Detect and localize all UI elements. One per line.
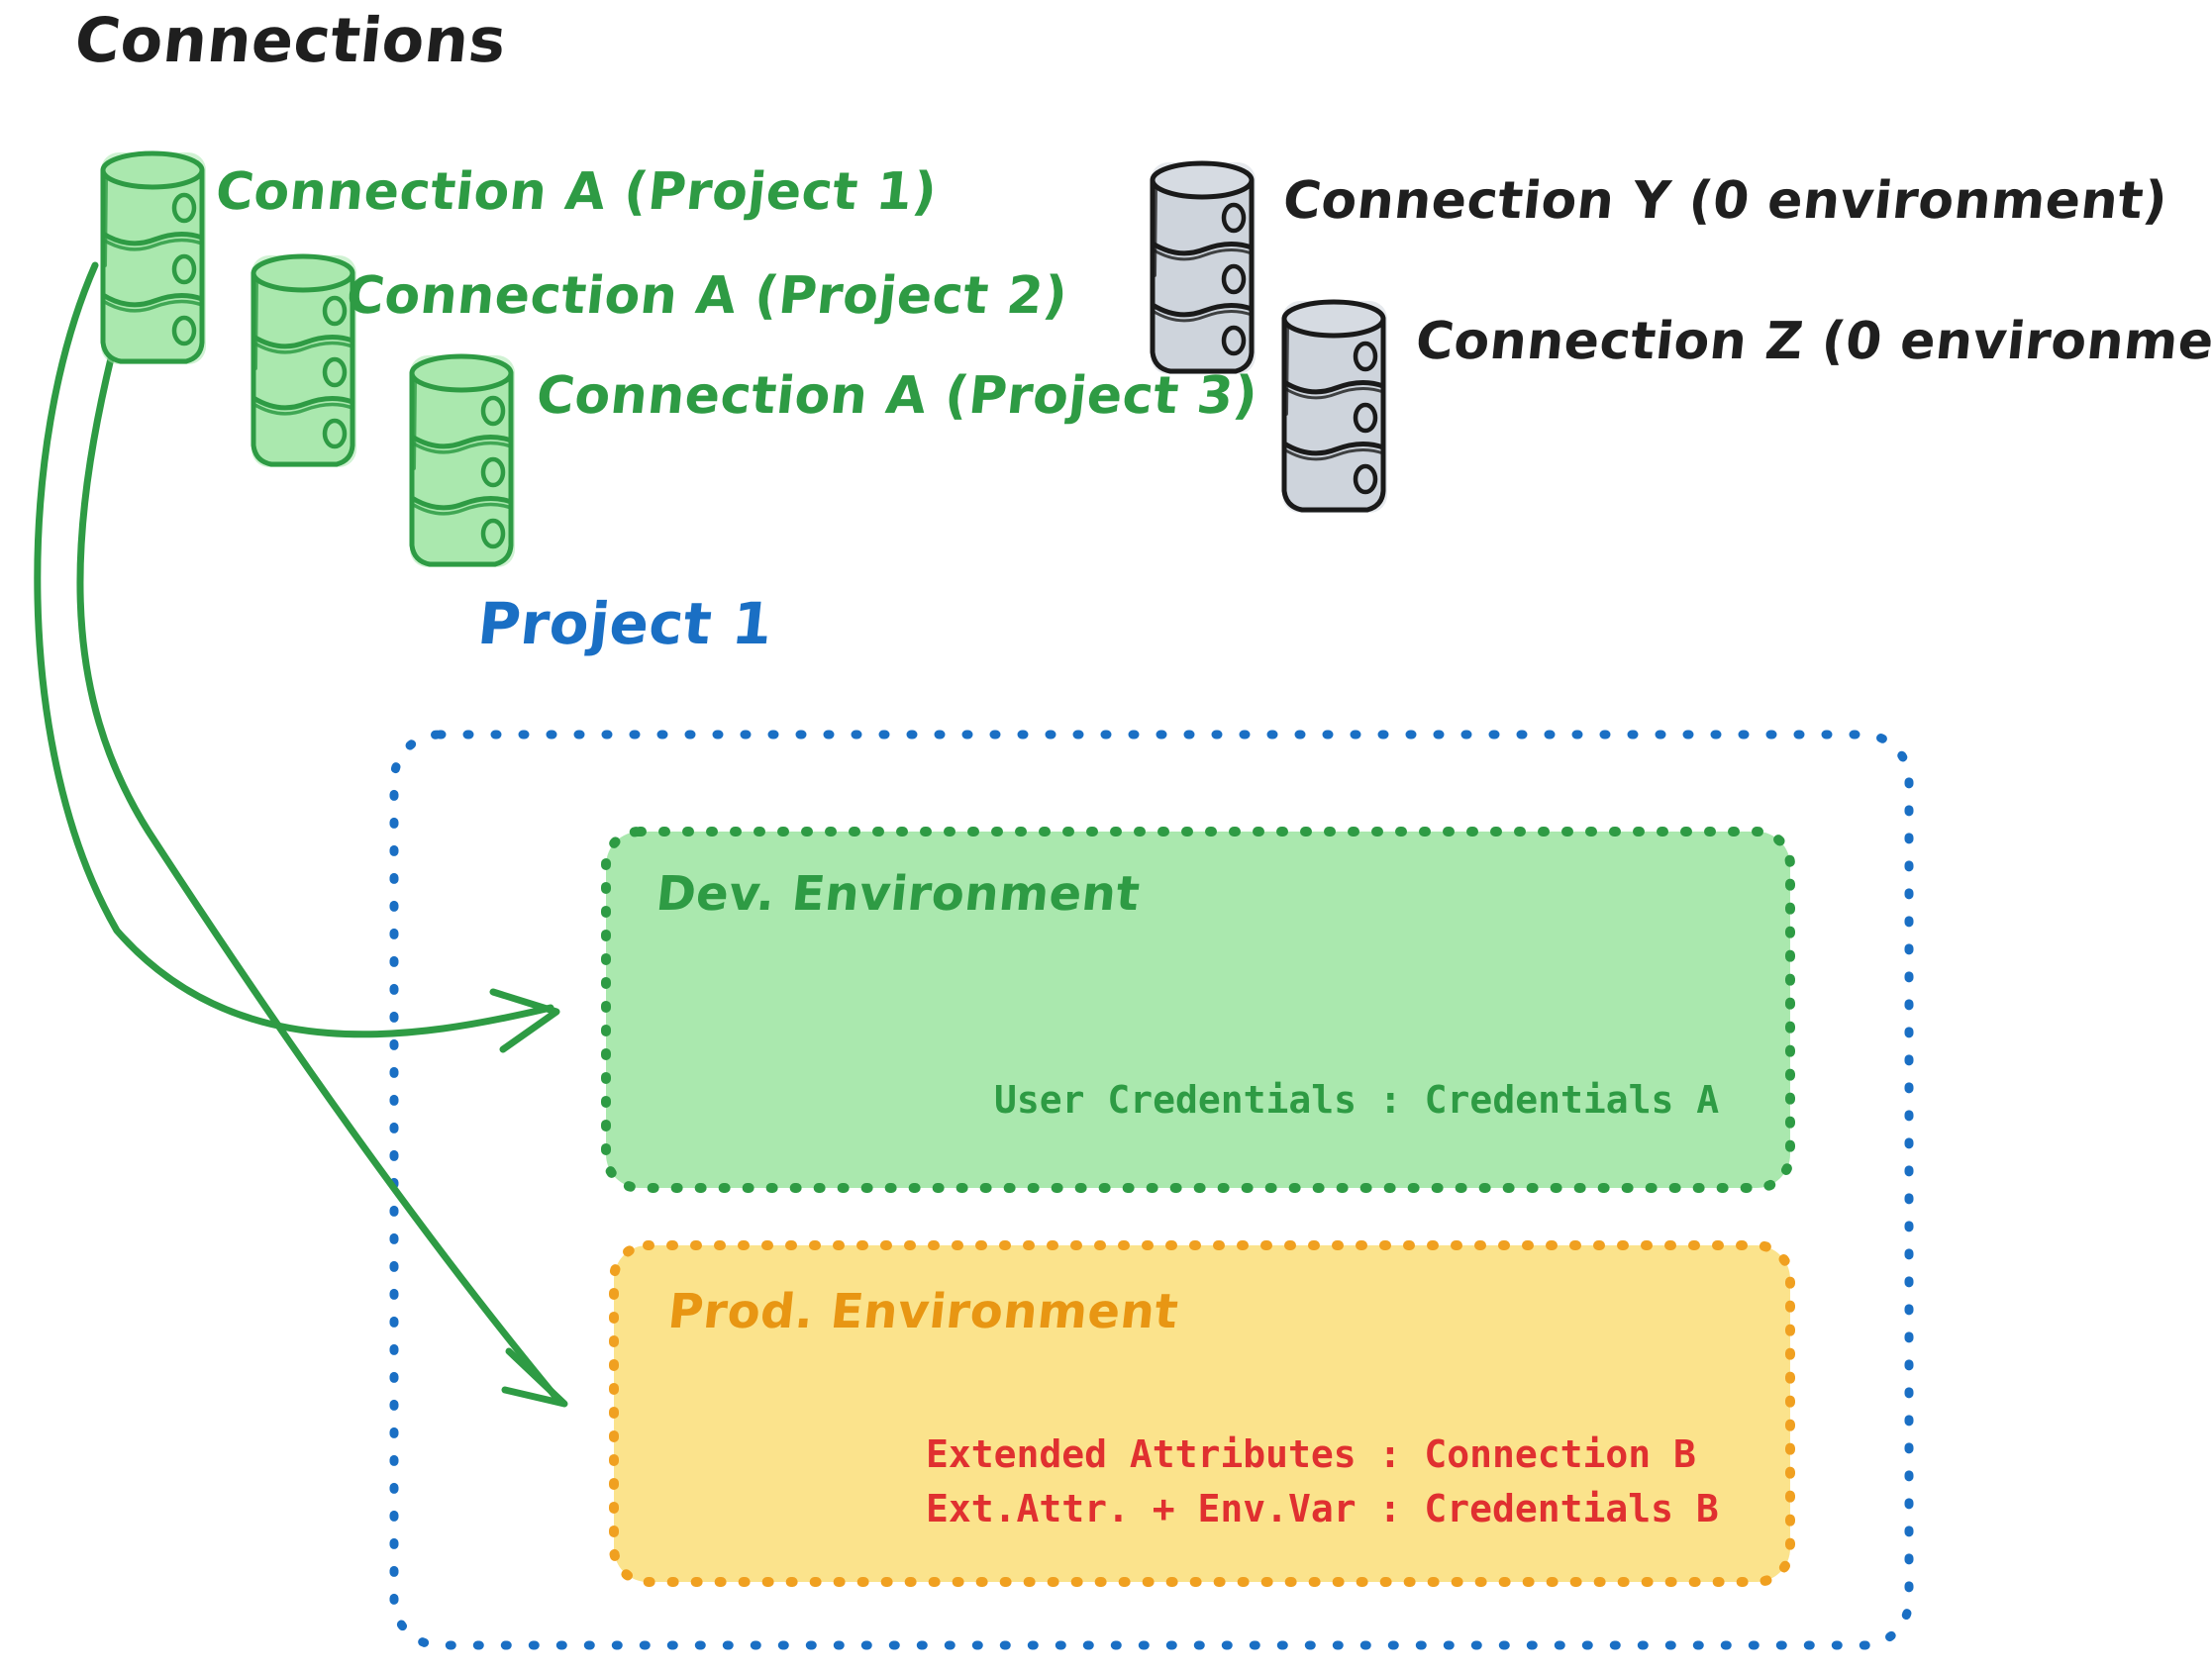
connection-z-label: Connection Z (0 environment) bbox=[1412, 312, 2212, 371]
arrow-connection-a-to-prod-environment bbox=[76, 293, 568, 1408]
dev-environment-entry-user-credentials: User Credentials : Credentials A bbox=[994, 1078, 1720, 1122]
connection-z-icon[interactable] bbox=[1282, 301, 1387, 513]
connection-a-project-2-label: Connection A (Project 2) bbox=[343, 266, 1071, 326]
page-title: Connections bbox=[71, 4, 511, 76]
dev-environment-label: Dev. Environment bbox=[654, 866, 1143, 922]
prod-environment-label: Prod. Environment bbox=[665, 1284, 1181, 1339]
connection-a-project-1-icon[interactable] bbox=[101, 152, 206, 364]
connection-y-icon[interactable] bbox=[1151, 162, 1256, 374]
connection-a-project-1-label: Connection A (Project 1) bbox=[212, 162, 941, 222]
project-1-title: Project 1 bbox=[474, 590, 776, 657]
prod-environment-box bbox=[609, 1240, 1795, 1587]
arrow-connection-a-to-dev-environment bbox=[34, 261, 560, 1053]
dev-environment-box bbox=[601, 827, 1795, 1193]
connection-y-label: Connection Y (0 environment) bbox=[1279, 171, 2171, 231]
prod-environment-entry-extended-attributes: Extended Attributes : Connection B bbox=[926, 1432, 1696, 1476]
connection-a-project-2-icon[interactable] bbox=[251, 255, 356, 467]
prod-environment-entry-ext-attr-env-var: Ext.Attr. + Env.Var : Credentials B bbox=[926, 1487, 1719, 1530]
connection-a-project-3-label: Connection A (Project 3) bbox=[533, 366, 1261, 426]
connection-a-project-3-icon[interactable] bbox=[410, 355, 515, 567]
